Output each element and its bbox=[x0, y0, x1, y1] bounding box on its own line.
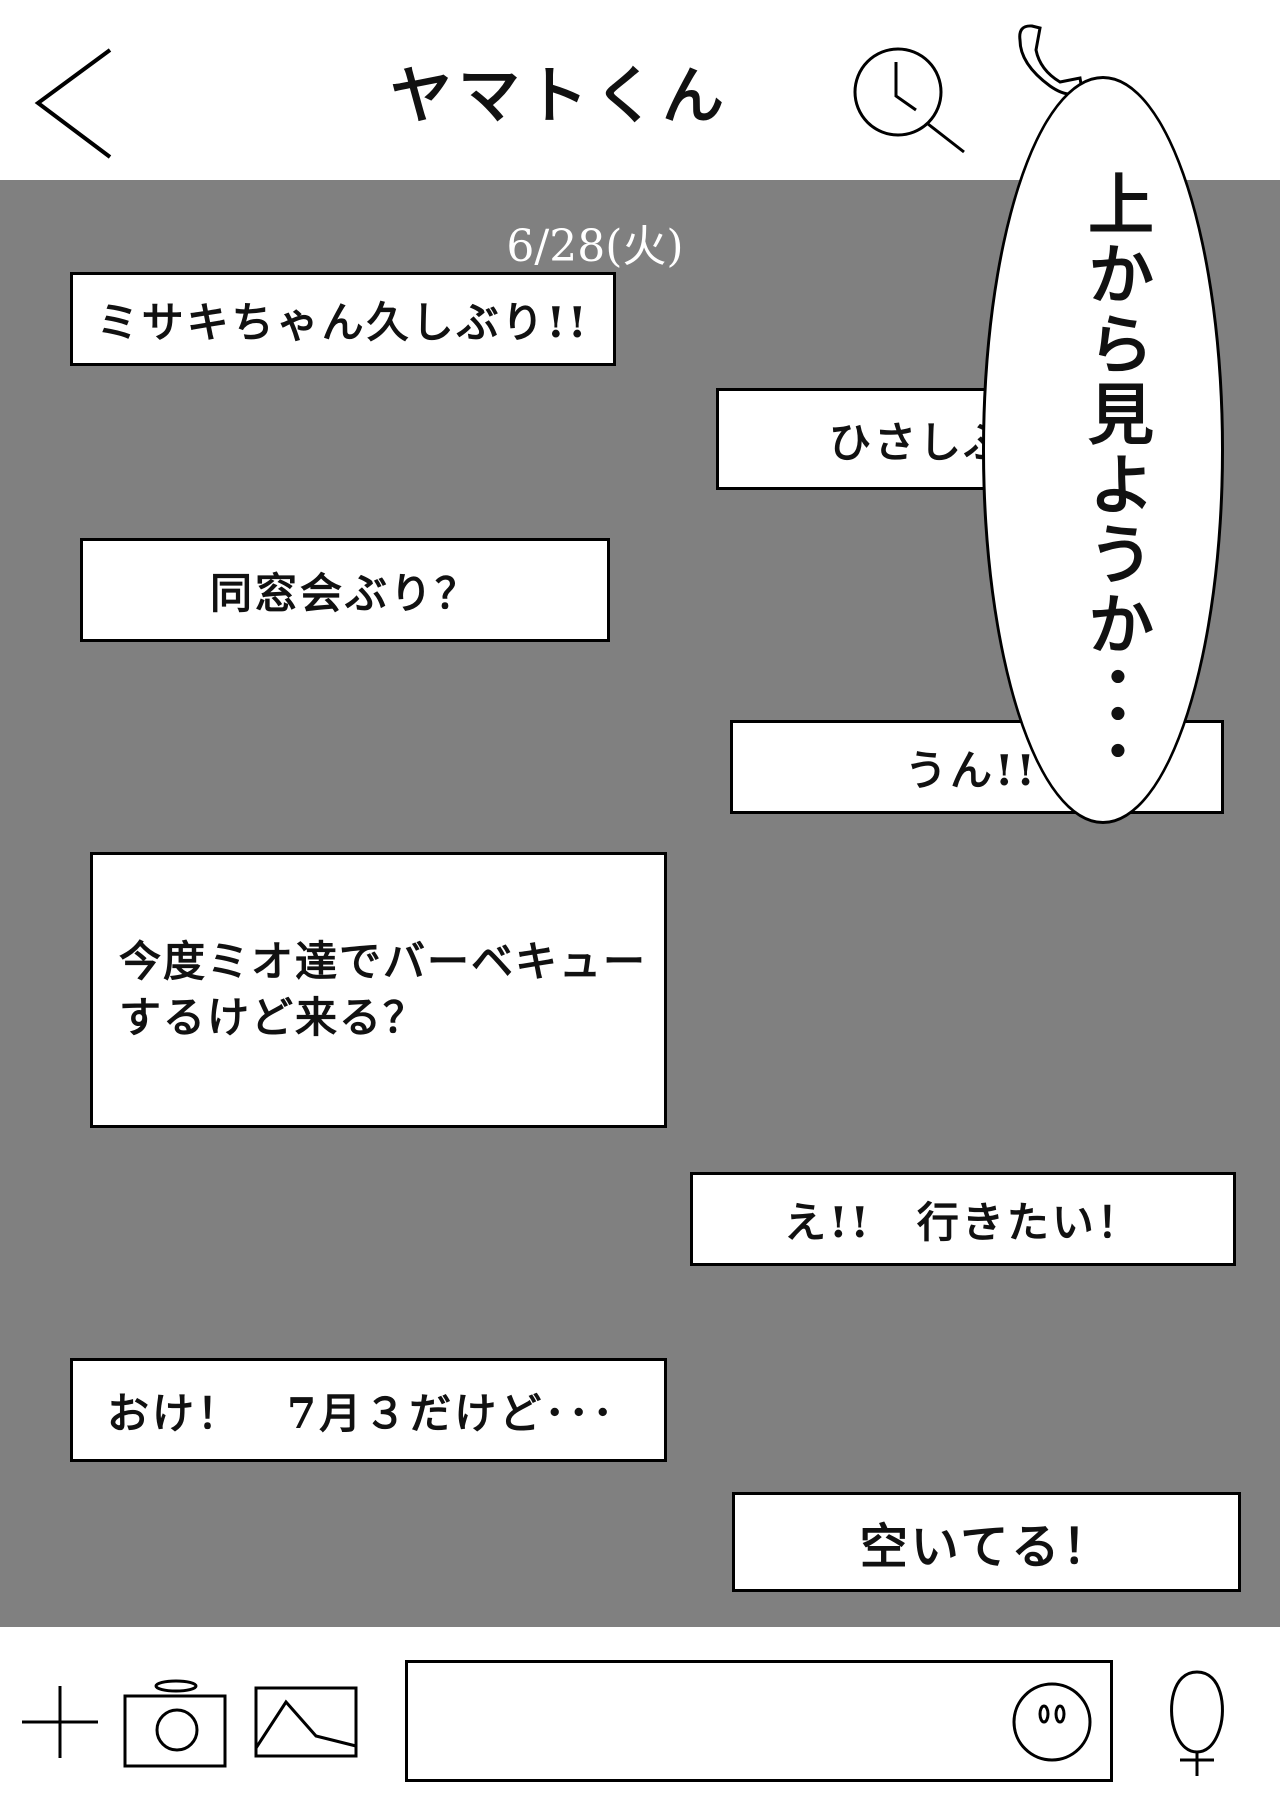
message-bubble-received[interactable]: ミサキちゃん久しぶり!! bbox=[70, 272, 616, 366]
message-text: ミサキちゃん久しぶり!! bbox=[96, 297, 590, 347]
message-text: 同窓会ぶり？ bbox=[209, 568, 480, 618]
emoji-icon[interactable] bbox=[1010, 1680, 1094, 1764]
phone-icon[interactable] bbox=[1010, 20, 1090, 100]
camera-icon[interactable] bbox=[122, 1672, 228, 1772]
message-input[interactable] bbox=[405, 1660, 1113, 1782]
message-bubble-received[interactable]: 今度ミオ達でバーベキューするけど来る？ bbox=[90, 852, 667, 1128]
message-bubble-received[interactable]: 同窓会ぶり？ bbox=[80, 538, 610, 642]
message-bubble-sent[interactable]: 空いてる！ bbox=[732, 1492, 1241, 1592]
message-bubble-sent[interactable]: ひさしぶ bbox=[716, 388, 1016, 490]
search-history-icon[interactable] bbox=[848, 44, 968, 154]
message-text: 今度ミオ達でバーベキューするけど来る？ bbox=[119, 937, 648, 1042]
microphone-icon[interactable] bbox=[1160, 1668, 1234, 1780]
message-text: ひさしぶ bbox=[829, 417, 1010, 467]
chat-header: ヤマトくん bbox=[0, 0, 1280, 180]
message-text: 空いてる！ bbox=[859, 1519, 1114, 1575]
speech-bubble-overlay bbox=[982, 76, 1224, 824]
message-text: おけ！ 7月３だけど･･･ bbox=[107, 1388, 617, 1438]
message-bubble-received[interactable]: おけ！ 7月３だけど･･･ bbox=[70, 1358, 667, 1462]
speech-bubble-text: 上から見ようか･･･ bbox=[1077, 169, 1155, 771]
back-arrow-icon[interactable] bbox=[30, 45, 120, 165]
image-icon[interactable] bbox=[254, 1686, 358, 1758]
date-divider: 6/28(火) bbox=[506, 221, 684, 272]
message-text: うん!! bbox=[905, 745, 1038, 795]
message-text: え!! 行きたい！ bbox=[784, 1197, 1142, 1247]
chat-title: ヤマトくん bbox=[389, 59, 730, 132]
message-bubble-sent[interactable]: え!! 行きたい！ bbox=[690, 1172, 1236, 1266]
plus-icon[interactable] bbox=[20, 1682, 100, 1762]
